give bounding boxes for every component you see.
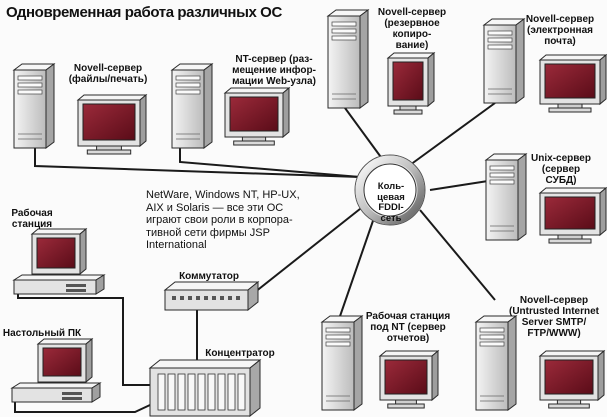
network-description: NetWare, Windows NT, HP-UX, AIX и Solari… (146, 189, 300, 251)
cable-unix (429, 180, 489, 191)
tower-nt-reports (320, 315, 364, 411)
cable-nt-reports (337, 214, 376, 323)
cable-workstation (17, 290, 150, 386)
label-untrusted-server: Novell-сервер (Untrusted Internet Server… (509, 295, 599, 339)
label-unix-db: Unix-сервер (сервер СУБД) (531, 153, 591, 186)
cable-untrusted (419, 209, 496, 301)
fddi-ring-label: Коль- цевая FDDI- сеть (377, 181, 405, 224)
label-novell-mail: Novell-сервер (электронная почта) (525, 14, 595, 47)
monitor-desktop-pc (36, 337, 94, 391)
tower-nt-web (170, 63, 214, 149)
monitor-unix (538, 186, 607, 244)
fddi-ring (354, 154, 426, 226)
switch-device (163, 280, 260, 312)
label-novell-files: Novell-сервер (файлы/печать) (68, 63, 148, 85)
base-workstation (12, 274, 106, 295)
monitor-novell-backup (386, 51, 436, 115)
monitor-novell-mail (538, 53, 607, 113)
tower-untrusted (474, 315, 518, 411)
label-switch: Коммутатор (179, 271, 239, 282)
cables (14, 102, 496, 413)
label-nt-web: NT-сервер (раз- мещение инфор- мации Web… (232, 54, 316, 87)
cable-switch (244, 204, 366, 301)
cable-nt-web (179, 148, 361, 178)
label-nt-reports: Рабочая станция под NT (сервер отчетов) (365, 311, 451, 344)
cable-novell-backup (344, 107, 384, 161)
tower-novell-files (12, 63, 56, 149)
hub-device (148, 358, 262, 417)
tower-novell-backup (326, 9, 370, 109)
label-workstation: Рабочая станция (11, 208, 53, 230)
cable-novell-mail (409, 102, 496, 166)
devices (10, 9, 607, 411)
monitor-novell-files (76, 93, 148, 155)
cable-desktop (14, 400, 151, 413)
monitor-nt-web (223, 86, 291, 146)
base-desktop-pc (10, 382, 102, 403)
label-novell-backup: Novell-сервер (резервное копиро- вание) (377, 7, 447, 51)
monitor-workstation (30, 227, 88, 283)
monitor-nt-reports (378, 349, 440, 409)
label-hub: Концентратор (205, 348, 275, 359)
label-desktop-pc: Настольный ПК (2, 328, 82, 339)
tower-novell-mail (482, 18, 526, 104)
cable-novell-files (34, 148, 361, 178)
monitor-untrusted (538, 349, 606, 409)
page-title: Одновременная работа различных ОС (6, 4, 282, 21)
tower-unix (484, 153, 528, 241)
